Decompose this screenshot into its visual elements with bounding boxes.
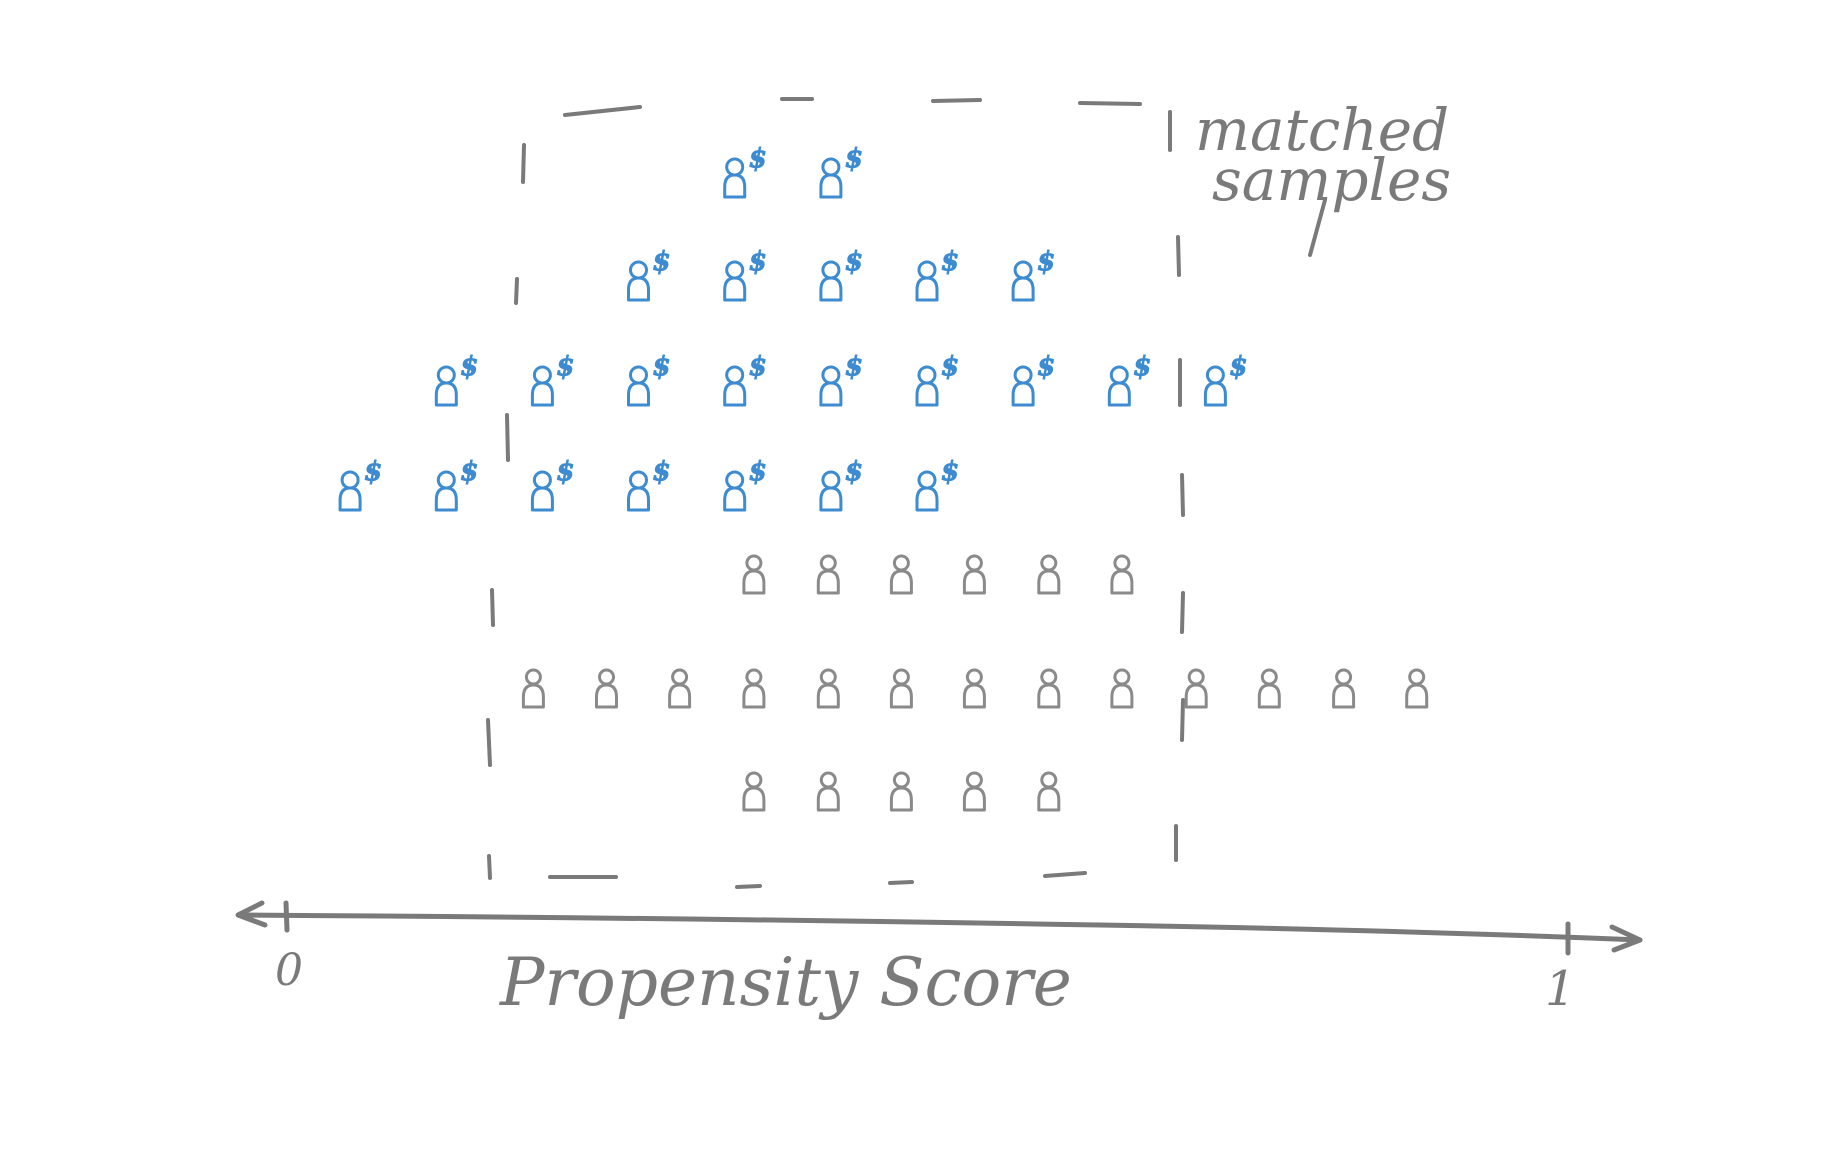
person-icon-r2-c13 <box>1405 668 1429 709</box>
person-with-dollar-icon-r2-c3 <box>819 245 865 302</box>
person-with-dollar-icon-r4-c5 <box>723 455 769 512</box>
person-with-dollar-icon-r4-c4 <box>627 455 673 512</box>
person-icon-r2-c4 <box>742 668 766 709</box>
person-with-dollar-icon-r1-c1 <box>723 142 769 199</box>
person-with-dollar-icon-r3-c2 <box>530 350 576 407</box>
axis-tick-label-0: 0 <box>275 945 303 996</box>
person-icon-r2-c5 <box>816 668 840 709</box>
person-icon-r1-c4 <box>962 554 986 595</box>
person-icon-r2-c12 <box>1332 668 1356 709</box>
axis-line <box>237 912 1643 943</box>
matched-samples-label: matched <box>1195 96 1449 164</box>
person-with-dollar-icon-r2-c4 <box>915 245 961 302</box>
person-icon-r2-c9 <box>1110 668 1134 709</box>
person-with-dollar-icon-r3-c3 <box>627 350 673 407</box>
person-icon-r2-c7 <box>962 668 986 709</box>
label-connector <box>1308 198 1327 257</box>
person-with-dollar-icon-r3-c7 <box>1011 350 1057 407</box>
person-icon-r2-c3 <box>668 668 692 709</box>
person-icon-r1-c5 <box>1037 554 1061 595</box>
person-with-dollar-icon-r3-c1 <box>434 350 480 407</box>
person-icon-r2-c8 <box>1037 668 1061 709</box>
person-icon-r3-c2 <box>816 771 840 812</box>
person-with-dollar-icon-r4-c1 <box>338 455 384 512</box>
person-icon-r1-c2 <box>816 554 840 595</box>
person-with-dollar-icon-r4-c7 <box>915 455 961 512</box>
person-icon-r2-c10 <box>1184 668 1208 709</box>
axis-arrow-right <box>1609 924 1643 953</box>
matched-samples-label-line2: samples <box>1212 146 1451 214</box>
person-icon-r2-c2 <box>595 668 618 709</box>
person-with-dollar-icon-r3-c8 <box>1107 350 1153 407</box>
person-with-dollar-icon-r4-c3 <box>530 455 576 512</box>
person-with-dollar-icon-r3-c9 <box>1203 350 1249 407</box>
person-with-dollar-icon-r2-c1 <box>627 245 673 302</box>
person-icon-r2-c1 <box>521 668 545 709</box>
person-icon-r1-c3 <box>889 554 913 595</box>
propensity-axis <box>235 900 1643 956</box>
person-with-dollar-icon-r2-c2 <box>723 245 769 302</box>
person-with-dollar-icon-r4-c6 <box>819 455 865 512</box>
person-icon-r3-c4 <box>962 771 986 812</box>
person-icon-r3-c1 <box>742 771 766 812</box>
axis-tick-label-1: 1 <box>1545 961 1576 1017</box>
person-with-dollar-icon-r4-c2 <box>434 455 480 512</box>
axis-title: Propensity Score <box>499 944 1072 1021</box>
person-icon-r2-c6 <box>889 668 913 709</box>
person-with-dollar-icon-r3-c4 <box>723 350 769 407</box>
person-with-dollar-icon-r3-c5 <box>819 350 865 407</box>
treated-group <box>338 142 1249 512</box>
axis-arrow-left <box>235 900 268 928</box>
axis-tick-0 <box>283 900 290 933</box>
person-with-dollar-icon-r3-c6 <box>915 350 961 407</box>
person-icon-r3-c5 <box>1037 771 1061 812</box>
person-icon-r3-c3 <box>889 771 913 812</box>
person-icon-r2-c11 <box>1257 668 1281 709</box>
control-group <box>521 554 1429 812</box>
person-icon-r1-c6 <box>1110 554 1134 595</box>
person-with-dollar-icon-r2-c5 <box>1011 245 1057 302</box>
person-icon-r1-c1 <box>742 554 766 595</box>
person-with-dollar-icon-r1-c2 <box>819 142 865 199</box>
matched-samples-box <box>486 97 1185 889</box>
